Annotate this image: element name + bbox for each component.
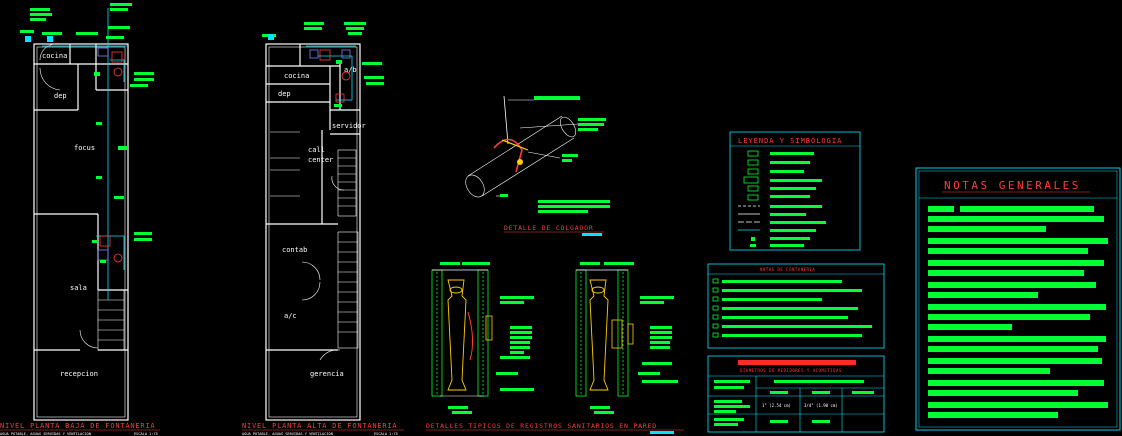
detail-registros: DETALLES TIPICOS DE REGISTROS SANITARIOS… <box>426 262 684 434</box>
detail-colgador-title: DETALLE DE COLGADOR <box>504 224 594 232</box>
plan1-outer-wall <box>33 43 129 421</box>
plan2-room-contab: contab <box>282 246 307 254</box>
plan2-scale: ESCALA 1:75 <box>374 432 398 436</box>
diametros-table: DIAMETROS DE MEDIDORES Y ACOMETIDAS 1" (… <box>707 355 885 433</box>
notas-fontaneria-title: NOTAS DE FONTANERIA <box>760 267 815 272</box>
plan2-room-cocina: cocina <box>284 72 309 80</box>
plan2-subtitle: AGUA POTABLE, AGUAS SERVIDAS Y VENTILACI… <box>242 432 333 436</box>
diametros-title: DIAMETROS DE MEDIDORES Y ACOMETIDAS <box>740 368 842 373</box>
plan1-subtitle: AGUA POTABLE, AGUAS SERVIDAS Y VENTILACI… <box>0 432 91 436</box>
notas-generales-title: NOTAS GENERALES <box>944 179 1081 192</box>
plan2-room-call: call <box>308 146 325 154</box>
plan1-room-cocina: cocina <box>42 52 67 60</box>
notas-generales-box: NOTAS GENERALES <box>915 167 1121 431</box>
plan2-room-center: center <box>308 156 333 164</box>
plan1-room-sala: sala <box>70 284 87 292</box>
plan1-room-recepcion: recepcion <box>60 370 98 378</box>
plan-planta-baja: cocina dep focus sala recepcion NIVEL PL… <box>0 3 160 436</box>
notas-fontaneria-box: NOTAS DE FONTANERIA <box>707 263 885 349</box>
plan2-room-ab: a/b <box>344 66 357 74</box>
diametros-cell-3-4in: 3/4" (1.90 cm) <box>804 403 838 408</box>
plan1-scale: ESCALA 1:75 <box>134 432 158 436</box>
plan2-room-gerencia: gerencia <box>310 370 344 378</box>
plan2-outer-wall <box>265 43 361 421</box>
plan1-room-dep: dep <box>54 92 67 100</box>
plan1-title: NIVEL PLANTA BAJA DE FONTANERIA <box>0 422 155 430</box>
plan2-room-dep: dep <box>278 90 291 98</box>
legend-box: LEYENDA Y SIMBOLOGIA <box>729 131 861 251</box>
diametros-cell-1in: 1" (2.54 cm) <box>762 403 791 408</box>
plan1-room-focus: focus <box>74 144 95 152</box>
plan2-room-servidor: servidor <box>332 122 366 130</box>
detail-colgador: DETALLE DE COLGADOR <box>465 95 610 236</box>
plan2-title: NIVEL PLANTA ALTA DE FONTANERIA <box>242 422 397 430</box>
notas-generales-lines <box>928 206 1108 418</box>
detail-registros-title: DETALLES TIPICOS DE REGISTROS SANITARIOS… <box>426 422 657 430</box>
plan-planta-alta: cocina a/b dep servidor call center cont… <box>242 22 404 436</box>
plan2-room-ac: a/c <box>284 312 297 320</box>
legend-title: LEYENDA Y SIMBOLOGIA <box>738 137 842 145</box>
